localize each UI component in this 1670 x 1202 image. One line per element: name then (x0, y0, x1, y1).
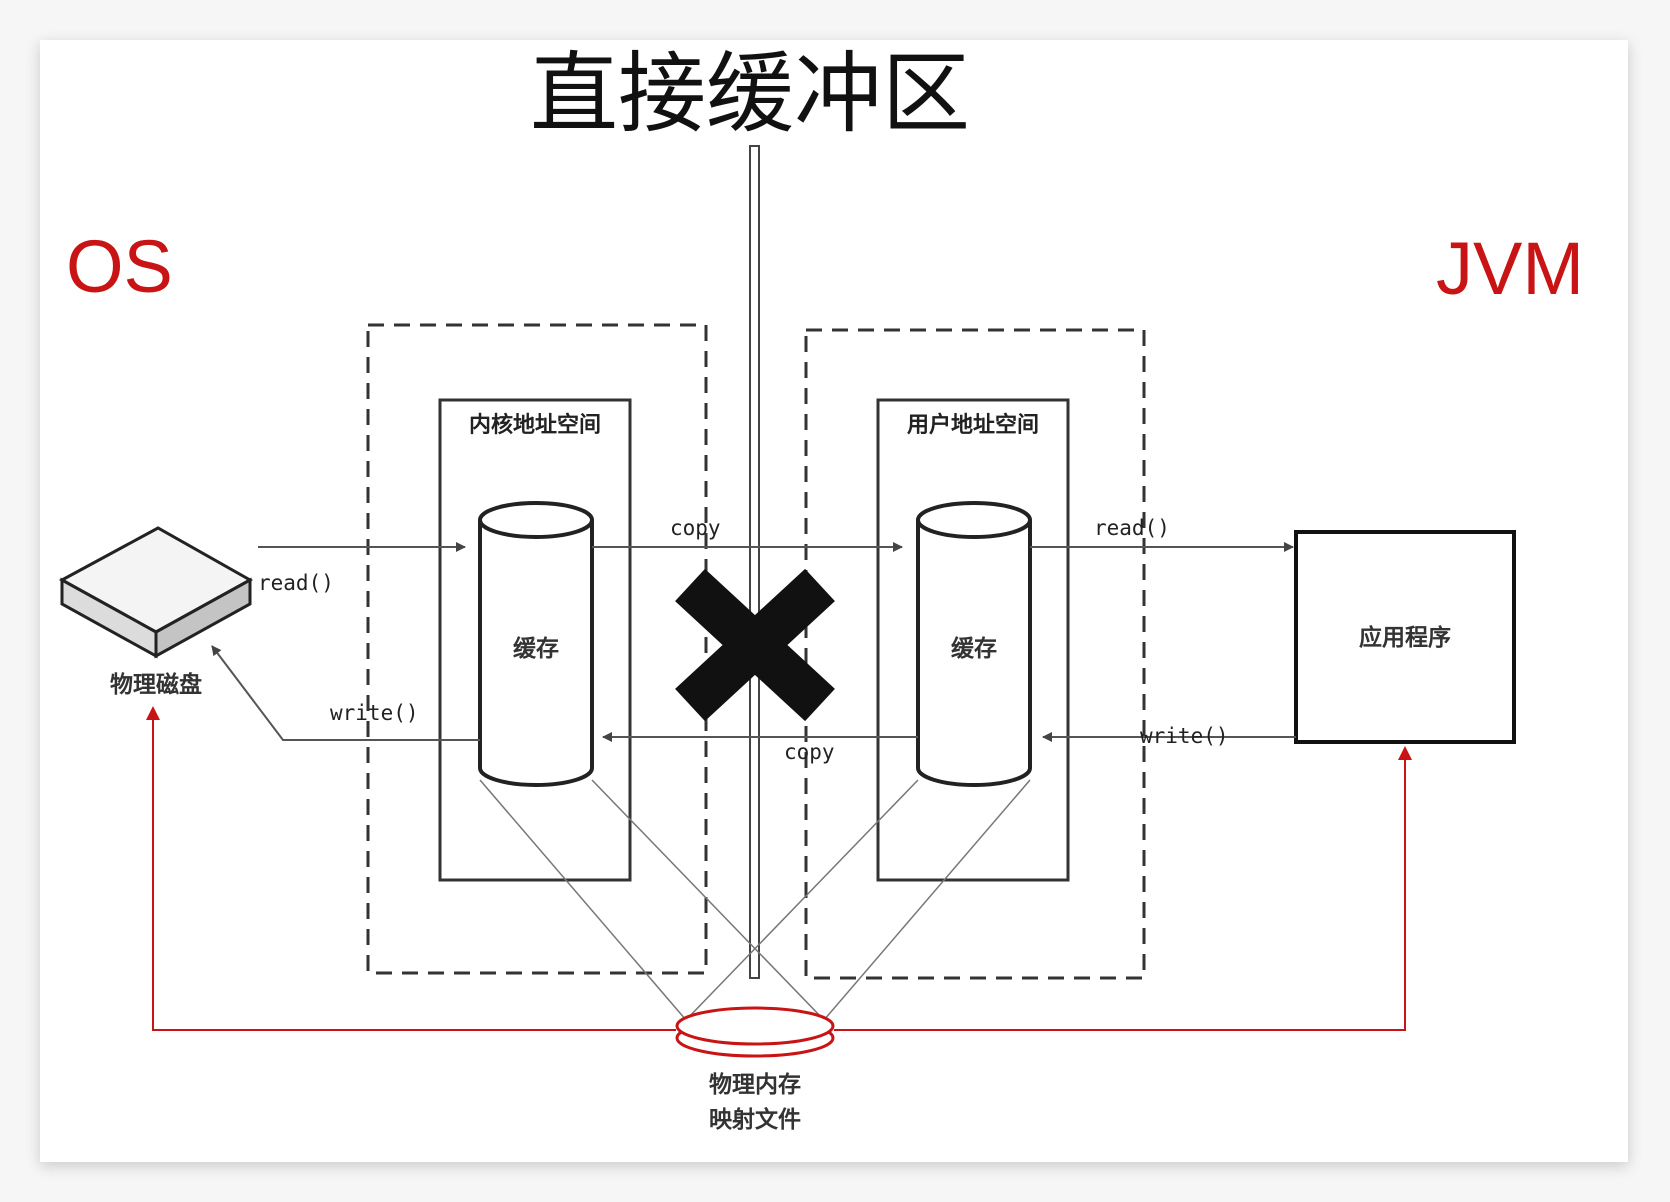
jvm-label: JVM (1436, 227, 1584, 310)
disk-write-label: write() (330, 701, 419, 725)
user-space-title: 用户地址空间 (907, 412, 1039, 438)
mapped-file-label-line1: 物理内存 (709, 1071, 801, 1098)
user-space-box (876, 398, 1070, 882)
mapped-to-app-red-line (834, 746, 1412, 1031)
copy-top-label: copy (670, 516, 721, 540)
application-box (1294, 530, 1516, 744)
disk-icon (58, 526, 254, 659)
app-read-label: read() (1094, 516, 1170, 540)
kernel-dashed-boundary (366, 323, 708, 975)
kernel-space-box (438, 398, 632, 882)
kernel-space-title: 内核地址空间 (469, 412, 601, 438)
mapping-lines (479, 779, 1031, 1021)
user-cache-label: 缓存 (951, 635, 997, 662)
user-dashed-boundary (804, 328, 1146, 980)
kernel-cache-label: 缓存 (513, 635, 559, 662)
disk-read-label: read() (258, 571, 334, 595)
disk-label: 物理磁盘 (110, 671, 202, 698)
mapped-file-label-line2: 映射文件 (709, 1106, 801, 1133)
mapped-file-icon (675, 1006, 835, 1058)
page-title: 直接缓冲区 (530, 42, 970, 145)
application-label: 应用程序 (1359, 624, 1451, 651)
mapped-to-disk-red-line (146, 706, 676, 1031)
os-label: OS (66, 225, 173, 308)
copy-bottom-label: copy (784, 740, 835, 764)
kernel-cache-cylinder (478, 501, 594, 787)
app-write-label: write() (1140, 724, 1229, 748)
kernel-to-disk-write-arrow (211, 645, 480, 741)
blocked-copy-x-icon (675, 568, 835, 722)
user-cache-cylinder (916, 501, 1032, 787)
divider-bar (749, 145, 760, 979)
